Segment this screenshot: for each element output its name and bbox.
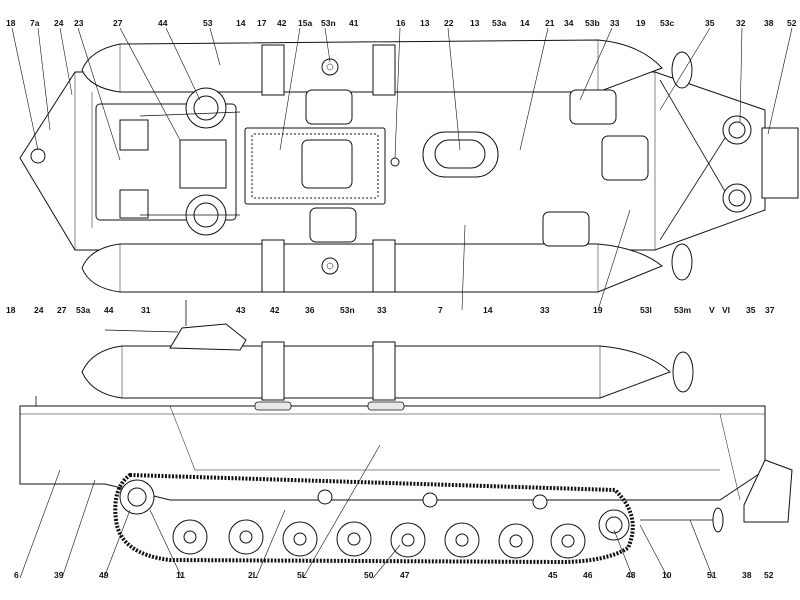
callout: 2L bbox=[248, 570, 258, 580]
callout: 21 bbox=[545, 18, 555, 28]
callout: 14 bbox=[520, 18, 530, 28]
track bbox=[113, 472, 635, 565]
callout: 51 bbox=[707, 570, 717, 580]
callout: 10 bbox=[662, 570, 672, 580]
callout: 33 bbox=[377, 305, 387, 315]
callout: 48 bbox=[626, 570, 636, 580]
callout: 42 bbox=[270, 305, 280, 315]
callout: 27 bbox=[113, 18, 123, 28]
callout: 32 bbox=[736, 18, 746, 28]
callout: 53n bbox=[340, 305, 355, 315]
callout: 38 bbox=[764, 18, 774, 28]
callout: 14 bbox=[236, 18, 246, 28]
callout: 53m bbox=[674, 305, 691, 315]
callout: 5L bbox=[297, 570, 307, 580]
callout: 34 bbox=[564, 18, 574, 28]
callout: 15a bbox=[298, 18, 312, 28]
callout: 19 bbox=[636, 18, 646, 28]
hull-side bbox=[19, 405, 766, 501]
callout: 35 bbox=[746, 305, 756, 315]
callouts-top-view-bottom: 42 36 53n 33 7 14 33 19 53l 53m V VI 35 … bbox=[270, 305, 775, 315]
callout: 27 bbox=[57, 305, 67, 315]
callout: 16 bbox=[396, 18, 406, 28]
side-view bbox=[19, 300, 793, 565]
callout: 47 bbox=[400, 570, 410, 580]
callout: 36 bbox=[305, 305, 315, 315]
lower-pontoon bbox=[81, 239, 663, 293]
callout: 33 bbox=[610, 18, 620, 28]
callout: 50 bbox=[364, 570, 374, 580]
callout: 46 bbox=[583, 570, 593, 580]
callout: 19 bbox=[593, 305, 603, 315]
callout: 7a bbox=[30, 18, 40, 28]
callouts-side-upper: 18 24 27 53a 44 31 43 bbox=[6, 305, 246, 315]
callout: 44 bbox=[158, 18, 168, 28]
callout: 53 bbox=[203, 18, 213, 28]
callout: 13 bbox=[470, 18, 480, 28]
callouts-side-bottom: 6 39 49 11 2L 5L 50 47 45 46 48 10 51 38… bbox=[14, 570, 774, 580]
callout: 53b bbox=[585, 18, 600, 28]
upper-pontoon bbox=[81, 39, 663, 96]
callout: 49 bbox=[99, 570, 109, 580]
callout: 52 bbox=[764, 570, 774, 580]
callout: 44 bbox=[104, 305, 114, 315]
callout: 43 bbox=[236, 305, 246, 315]
callout: 18 bbox=[6, 305, 16, 315]
callout: 22 bbox=[444, 18, 454, 28]
callout: 24 bbox=[34, 305, 44, 315]
callout: 6 bbox=[14, 570, 19, 580]
callout: 42 bbox=[277, 18, 287, 28]
callout: 53c bbox=[660, 18, 674, 28]
callout: 41 bbox=[349, 18, 359, 28]
callout: 38 bbox=[742, 570, 752, 580]
callout: V bbox=[709, 305, 715, 315]
callout: 53a bbox=[492, 18, 506, 28]
callout: 13 bbox=[420, 18, 430, 28]
callout: 31 bbox=[141, 305, 151, 315]
callout: 23 bbox=[74, 18, 84, 28]
callout: VI bbox=[722, 305, 730, 315]
callout: 14 bbox=[483, 305, 493, 315]
callout: 18 bbox=[6, 18, 16, 28]
callout: 53l bbox=[640, 305, 652, 315]
callout: 45 bbox=[548, 570, 558, 580]
callout: 53n bbox=[321, 18, 336, 28]
callout: 39 bbox=[54, 570, 64, 580]
callout: 17 bbox=[257, 18, 267, 28]
road-wheels bbox=[172, 519, 586, 559]
callout: 7 bbox=[438, 305, 443, 315]
callout: 11 bbox=[176, 570, 185, 580]
callout: 35 bbox=[705, 18, 715, 28]
callout: 24 bbox=[54, 18, 64, 28]
top-view bbox=[19, 39, 799, 293]
leader-lines bbox=[11, 27, 793, 579]
callouts-top: 18 7a 24 23 27 44 53 14 17 42 15a 53n 41… bbox=[6, 18, 797, 28]
callout: 37 bbox=[765, 305, 775, 315]
callout: 52 bbox=[787, 18, 797, 28]
callout: 33 bbox=[540, 305, 550, 315]
callout: 53a bbox=[76, 305, 90, 315]
